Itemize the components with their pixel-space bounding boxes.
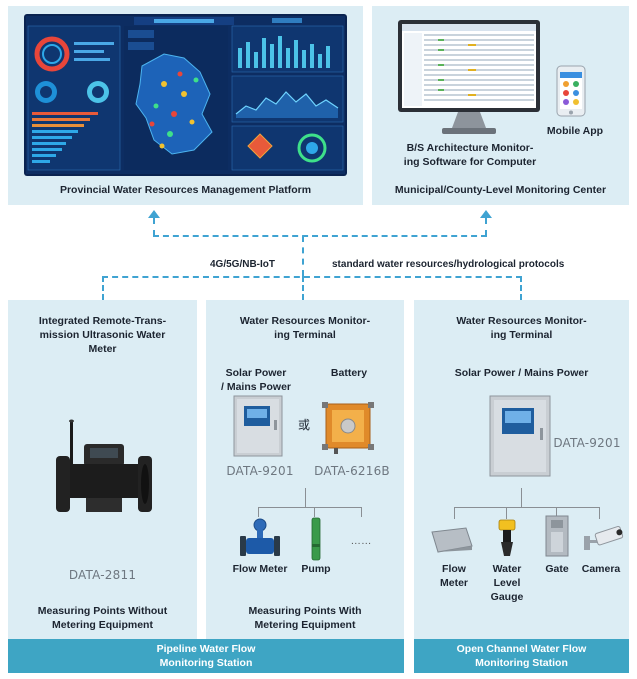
dashed-line-provincial <box>153 218 155 236</box>
open-solar-mains-label: Solar Power / Mains Power <box>454 367 589 379</box>
water-level-gauge-image <box>498 519 516 556</box>
connector-col3-vertical <box>521 488 522 508</box>
connector-col3-drop-level <box>506 507 507 519</box>
dashed-line-municipal <box>485 218 487 236</box>
channel-flow-meter-label-line2: Meter <box>439 577 468 589</box>
mobile-phone-image <box>556 65 586 117</box>
connector-col2-vertical <box>305 488 306 508</box>
channel-flow-meter-label-line1: Flow <box>442 563 466 575</box>
connector-col3-drop-flow <box>454 507 455 519</box>
more-devices-ellipsis: …… <box>350 535 372 547</box>
connector-col3-drop-gate <box>556 507 557 519</box>
open-channel-station-label-line2: Monitoring Station <box>475 657 568 669</box>
with-metering-label-line2: Metering Equipment <box>254 619 356 631</box>
terminal-model-9201: DATA-9201 <box>226 464 294 478</box>
dashed-line-top-horizontal <box>153 235 487 237</box>
without-metering-label-line1: Measuring Points Without <box>37 605 168 617</box>
flow-meter-label: Flow Meter <box>232 563 288 575</box>
pump-label: Pump <box>301 563 331 575</box>
solar-mains-label-line2: / Mains Power <box>220 381 292 393</box>
connector-col3-drop-camera <box>599 507 600 519</box>
dashboard-screen-image <box>24 14 347 176</box>
column-terminal-with-metering-panel <box>206 300 404 639</box>
ultrasonic-meter-title-line1: Integrated Remote-Trans- <box>38 315 167 327</box>
bs-software-label-line1: B/S Architecture Monitor- <box>406 142 534 154</box>
terminal-title-line1: Water Resources Monitor- <box>239 315 371 327</box>
bs-software-label-line2: ing Software for Computer <box>403 156 537 168</box>
open-terminal-title-line1: Water Resources Monitor- <box>456 315 587 327</box>
connector-col3-horizontal <box>454 507 600 508</box>
connector-col2-horizontal <box>258 507 362 508</box>
open-terminal-cabinet-image <box>489 395 551 477</box>
pipeline-station-label-line2: Monitoring Station <box>159 657 253 669</box>
water-level-gauge-label-line1: Water <box>492 563 522 575</box>
battery-terminal-image-6216b <box>322 402 374 454</box>
connector-col2-mid-drop <box>314 507 315 517</box>
terminal-title-line2: ing Terminal <box>274 329 336 341</box>
dashed-line-center <box>302 236 304 276</box>
ultrasonic-meter-title-line2: mission Ultrasonic Water <box>39 329 166 341</box>
water-level-gauge-label-line3: Gauge <box>490 591 524 603</box>
electromagnetic-flow-meter-image <box>240 518 280 556</box>
without-metering-label-line2: Metering Equipment <box>52 619 153 631</box>
or-symbol: 或 <box>297 418 310 432</box>
up-arrow-provincial <box>148 210 160 218</box>
up-arrow-municipal <box>480 210 492 218</box>
open-channel-station-label-line1: Open Channel Water Flow <box>456 643 587 655</box>
connector-col2-left-drop <box>258 507 259 517</box>
terminal-cabinet-image-9201 <box>233 395 283 457</box>
camera-image <box>584 525 624 550</box>
ultrasonic-meter-title-line3: Meter <box>88 343 117 355</box>
channel-flow-meter-image <box>431 527 473 553</box>
pump-image <box>311 517 321 561</box>
water-level-gauge-label-line2: Level <box>493 577 521 589</box>
provincial-platform-label: Provincial Water Resources Management Pl… <box>59 184 312 196</box>
open-terminal-title-line2: ing Terminal <box>490 329 553 341</box>
open-terminal-model: DATA-9201 <box>553 436 621 450</box>
solar-mains-label-line1: Solar Power <box>225 367 287 379</box>
computer-monitor-image <box>398 20 540 134</box>
dashed-drop-col2 <box>302 276 304 300</box>
open-channel-station-bar: Open Channel Water Flow Monitoring Stati… <box>414 639 629 673</box>
ultrasonic-meter-model: DATA-2811 <box>68 568 137 582</box>
protocol-label: standard water resources/hydrological pr… <box>332 259 565 270</box>
mobile-app-label: Mobile App <box>546 125 604 137</box>
municipal-center-label: Municipal/County-Level Monitoring Center <box>394 184 607 196</box>
gate-image <box>545 515 569 557</box>
dashed-line-bottom-horizontal <box>102 276 522 278</box>
connector-col2-right-drop <box>361 507 362 517</box>
pipeline-station-bar: Pipeline Water Flow Monitoring Station <box>8 639 404 673</box>
dashed-drop-col1 <box>102 276 104 300</box>
battery-label: Battery <box>330 367 368 379</box>
with-metering-label-line1: Measuring Points With <box>248 605 362 617</box>
network-label: 4G/5G/NB-IoT <box>210 259 276 270</box>
pipeline-station-label-line1: Pipeline Water Flow <box>156 643 256 655</box>
dashed-drop-col3 <box>520 276 522 300</box>
ultrasonic-water-meter-image <box>56 419 152 512</box>
camera-label: Camera <box>581 563 621 575</box>
gate-label: Gate <box>545 563 569 575</box>
terminal-model-6216b: DATA-6216B <box>314 464 390 478</box>
